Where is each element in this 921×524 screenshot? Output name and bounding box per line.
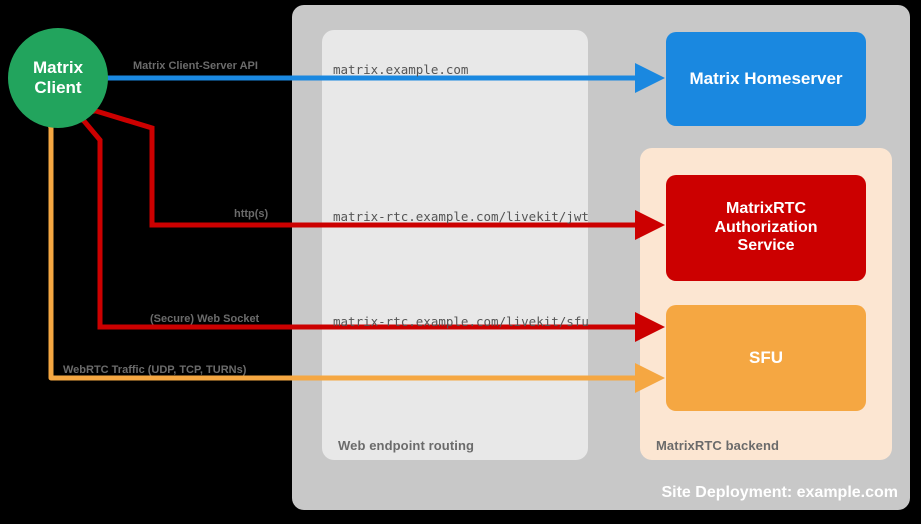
node-matrix-client-line1: Matrix xyxy=(32,58,84,78)
site-deployment-label: Site Deployment: example.com xyxy=(661,484,898,501)
endpoint-url-jwt: matrix-rtc.example.com/livekit/jwt xyxy=(333,209,589,224)
endpoint-url-matrix: matrix.example.com xyxy=(333,62,469,77)
node-matrix-client[interactable]: Matrix Client xyxy=(8,28,108,128)
matrixrtc-backend-label: MatrixRTC backend xyxy=(656,438,780,453)
edge-label-client-server-api: Matrix Client-Server API xyxy=(133,60,258,72)
container-web-endpoint-routing xyxy=(322,30,588,460)
node-sfu[interactable]: SFU xyxy=(666,305,866,411)
node-auth-line1: MatrixRTC xyxy=(725,200,806,218)
node-auth-line3: Service xyxy=(737,237,795,255)
node-matrix-homeserver-label: Matrix Homeserver xyxy=(689,69,843,89)
endpoint-url-sfu: matrix-rtc.example.com/livekit/sfu xyxy=(333,314,589,329)
web-endpoint-routing-label: Web endpoint routing xyxy=(338,438,475,453)
edge-label-webrtc-traffic: WebRTC Traffic (UDP, TCP, TURNs) xyxy=(63,364,247,376)
node-sfu-label: SFU xyxy=(749,348,783,368)
edge-label-https: http(s) xyxy=(234,208,269,220)
edge-label-web-socket: (Secure) Web Socket xyxy=(150,313,260,325)
node-auth-line2: Authorization xyxy=(714,218,818,236)
node-matrix-client-line2: Client xyxy=(34,78,82,97)
node-matrix-homeserver[interactable]: Matrix Homeserver xyxy=(666,32,866,126)
node-matrixrtc-authorization-service[interactable]: MatrixRTC Authorization Service xyxy=(666,175,866,281)
